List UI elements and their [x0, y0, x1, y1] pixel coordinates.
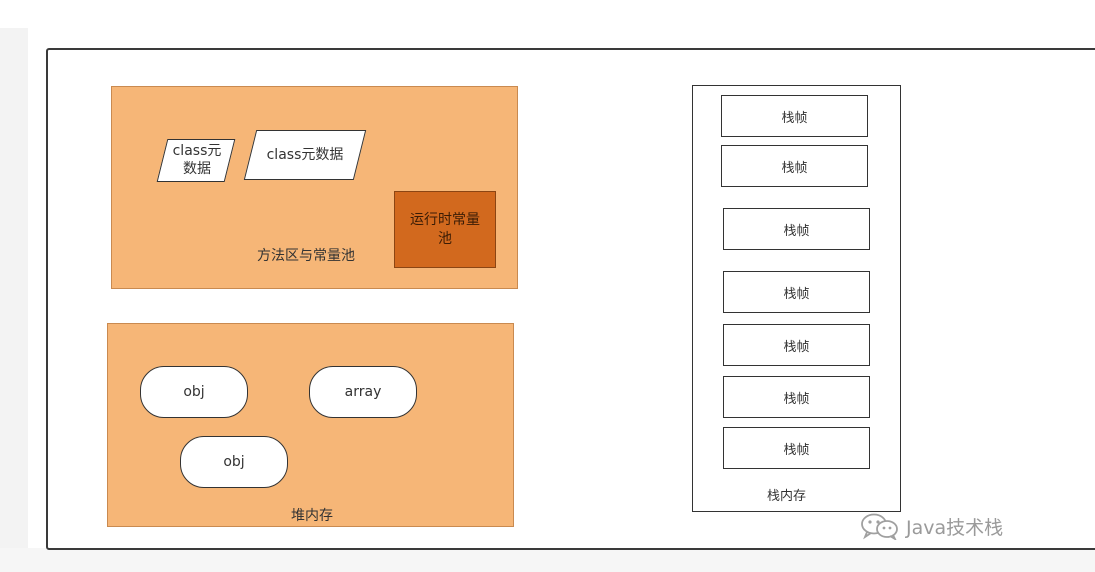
runtime-constant-pool: 运行时常量 池: [394, 191, 496, 268]
stack-frame: 栈帧: [723, 208, 870, 250]
class-metadata-small-line-1: class元: [172, 143, 222, 159]
bottom-margin-strip: [0, 548, 1095, 572]
stack-frame: 栈帧: [723, 427, 870, 469]
stack-frame: 栈帧: [721, 145, 868, 187]
stack-frame: 栈帧: [723, 271, 870, 313]
watermark: Java技术栈: [860, 512, 1003, 540]
stack-label: 栈内存: [767, 489, 807, 504]
method-area-label: 方法区与常量池: [257, 248, 355, 264]
heap-label: 堆内存: [291, 508, 333, 524]
class-metadata-large-label: class元数据: [266, 147, 344, 163]
left-margin-strip: [0, 28, 28, 548]
watermark-text: Java技术栈: [906, 516, 1004, 539]
runtime-constant-pool-line-1: 运行时常量: [410, 211, 480, 228]
stack-frame: 栈帧: [723, 324, 870, 366]
wechat-icon: [861, 513, 898, 540]
heap-region: [107, 323, 514, 527]
heap-object-obj-1: obj: [140, 366, 248, 418]
stack-frame: 栈帧: [723, 376, 870, 418]
class-metadata-small-line-2: 数据: [183, 161, 211, 177]
class-metadata-small-label: class元 数据: [164, 142, 230, 178]
stack-frame: 栈帧: [721, 95, 868, 137]
heap-object-obj-2: obj: [180, 436, 288, 488]
runtime-constant-pool-line-2: 池: [438, 230, 452, 247]
heap-object-array: array: [309, 366, 417, 418]
